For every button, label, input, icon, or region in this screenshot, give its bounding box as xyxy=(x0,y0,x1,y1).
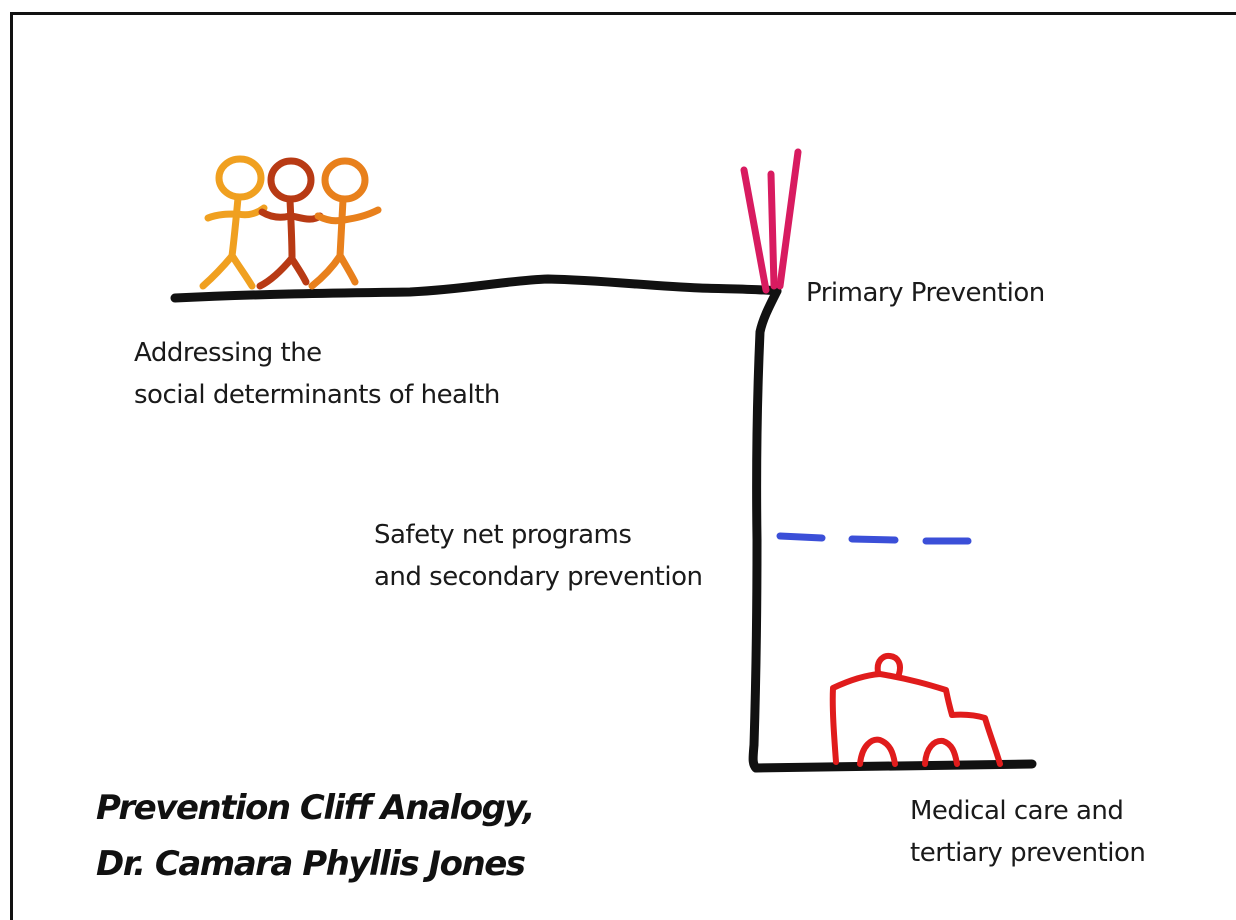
social-determinants-line-2: social determinants of health xyxy=(134,380,500,410)
caption-title: Prevention Cliff Analogy, xyxy=(96,788,535,828)
medical-care-line-2: tertiary prevention xyxy=(910,838,1146,868)
valley-floor-line xyxy=(751,759,1037,773)
safety-net-label: Safety net programs and secondary preven… xyxy=(374,514,703,598)
person-left-icon xyxy=(199,155,268,290)
fence-icon xyxy=(740,148,802,294)
ambulance-icon xyxy=(829,652,1003,767)
frame-left-border xyxy=(10,12,13,920)
cliff-top-line xyxy=(170,274,782,303)
safety-net-line-1: Safety net programs xyxy=(374,520,632,550)
primary-prevention-label: Primary Prevention xyxy=(806,272,1045,314)
person-middle-icon xyxy=(256,157,324,290)
safety-net-icon xyxy=(776,532,972,545)
caption-author: Dr. Camara Phyllis Jones xyxy=(96,844,526,884)
stick-people-group-icon xyxy=(199,155,382,290)
cliff-face-line xyxy=(748,286,782,773)
safety-net-line-2: and secondary prevention xyxy=(374,562,703,592)
person-right-icon xyxy=(308,157,382,290)
figure-caption: Prevention Cliff Analogy, Dr. Camara Phy… xyxy=(96,780,535,892)
social-determinants-line-1: Addressing the xyxy=(134,338,322,368)
social-determinants-label: Addressing the social determinants of he… xyxy=(134,332,500,416)
frame-top-border xyxy=(10,12,1236,15)
medical-care-line-1: Medical care and xyxy=(910,796,1124,826)
primary-prevention-text: Primary Prevention xyxy=(806,278,1045,308)
medical-care-label: Medical care and tertiary prevention xyxy=(910,790,1146,874)
